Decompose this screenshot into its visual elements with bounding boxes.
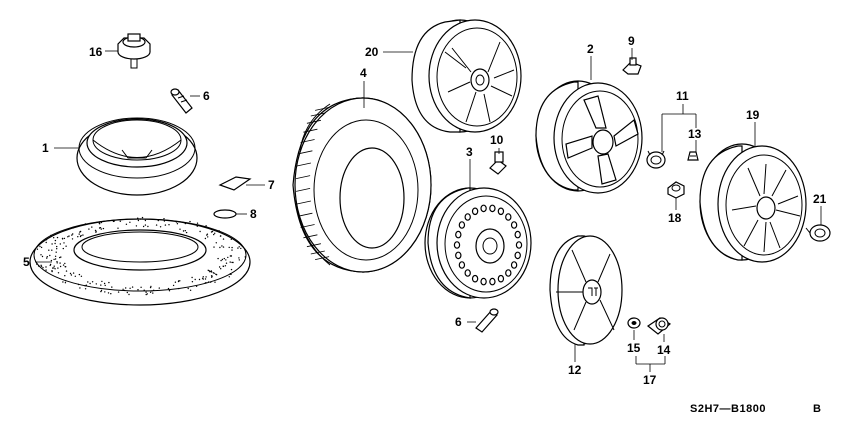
part-9-clip[interactable] <box>622 57 642 75</box>
part-20-alloy-wheel[interactable] <box>699 143 807 263</box>
callout-5: 5 <box>23 255 30 269</box>
part-14-lock-bolt[interactable] <box>646 317 672 335</box>
callout-21: 21 <box>813 192 827 206</box>
callout-3: 3 <box>466 145 473 159</box>
part-3-steel-wheel[interactable] <box>424 187 532 299</box>
part-1-spare-wheel[interactable] <box>76 117 198 196</box>
diagram-code: S2H7—B1800 B <box>690 403 821 415</box>
callout-6-bottom: 6 <box>455 315 462 329</box>
part-15-washer[interactable] <box>627 317 641 329</box>
callout-11: 11 <box>676 89 689 103</box>
leader-lines <box>35 48 822 372</box>
callout-4: 4 <box>360 66 367 80</box>
callout-17: 17 <box>643 373 657 387</box>
tread-pattern <box>296 107 330 260</box>
tread-texture <box>36 216 246 296</box>
callout-20: 19 <box>746 108 760 122</box>
part-21-cap[interactable] <box>805 224 831 242</box>
vent-holes <box>453 204 523 286</box>
callout-numbers: 16 6 1 5 7 8 4 20 2 9 10 3 6 11 13 18 19… <box>23 34 827 387</box>
part-10-valve[interactable] <box>489 151 507 175</box>
part-18-lug-nut[interactable] <box>667 181 685 199</box>
callout-7: 7 <box>268 178 275 192</box>
callout-18: 18 <box>668 211 682 225</box>
callout-16: 16 <box>89 45 103 59</box>
part-7-label[interactable] <box>218 176 252 191</box>
part-11-center-cap[interactable] <box>646 150 666 169</box>
callout-13: 13 <box>688 127 702 141</box>
part-5-spare-tire[interactable] <box>29 216 251 306</box>
callout-10: 10 <box>490 133 504 147</box>
callout-12: 12 <box>568 363 582 377</box>
callout-2: 2 <box>587 42 594 56</box>
callout-6-top: 6 <box>203 89 210 103</box>
part-6-valve-stem-top[interactable] <box>170 88 193 114</box>
callout-15: 15 <box>627 341 641 355</box>
part-8-washer[interactable] <box>213 209 237 219</box>
part-4-tire[interactable] <box>292 97 432 273</box>
part-2-alloy-wheel[interactable] <box>535 80 643 194</box>
callout-14: 14 <box>657 343 671 357</box>
callout-19: 20 <box>365 45 379 59</box>
callout-8: 8 <box>250 207 257 221</box>
callout-1: 1 <box>42 141 49 155</box>
part-12-wheel-cover[interactable] <box>549 235 623 346</box>
diagram-code-suffix: B <box>813 403 821 415</box>
part-13-clip[interactable] <box>687 151 699 161</box>
part-6-valve-stem-bottom[interactable] <box>475 308 499 333</box>
callout-9: 9 <box>628 34 635 48</box>
part-16-hold-down-nut[interactable] <box>117 33 151 69</box>
part-19-alloy-wheel[interactable] <box>411 19 522 133</box>
diagram-code-text: S2H7—B1800 <box>690 403 766 415</box>
